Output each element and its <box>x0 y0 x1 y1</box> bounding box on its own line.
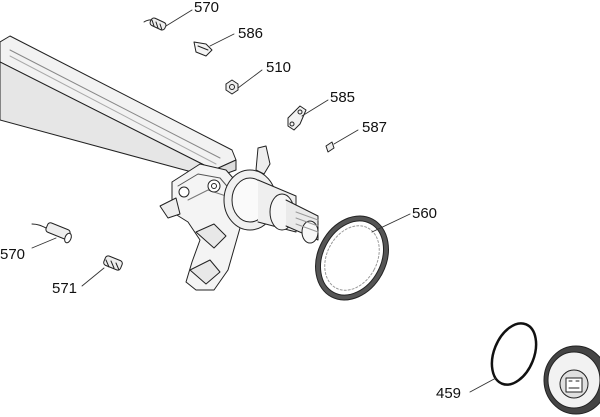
clip-587 <box>325 141 335 153</box>
seal-ring-560 <box>315 215 389 301</box>
part-label-571: 571 <box>52 280 78 297</box>
part-label-587: 587 <box>362 119 388 136</box>
nut-510 <box>225 79 239 95</box>
part-label-560: 560 <box>412 205 438 222</box>
part-label-570-top: 570 <box>194 0 220 16</box>
sleeve-571 <box>103 255 123 271</box>
spindle-shaft <box>223 169 319 244</box>
sensor-570-lower <box>31 222 72 244</box>
part-label-459: 459 <box>436 385 462 402</box>
hub-cap <box>543 345 600 415</box>
part-label-570-lower: 570 <box>0 246 26 263</box>
part-label-586: 586 <box>238 25 264 42</box>
o-ring-459 <box>490 322 538 386</box>
sensor-570-top <box>143 17 167 31</box>
bracket-585 <box>287 105 307 131</box>
clip-586 <box>193 41 213 57</box>
leader-lines <box>31 9 497 393</box>
part-label-585: 585 <box>330 89 356 106</box>
axle-beam-housing <box>0 35 237 179</box>
part-label-510: 510 <box>266 59 292 76</box>
